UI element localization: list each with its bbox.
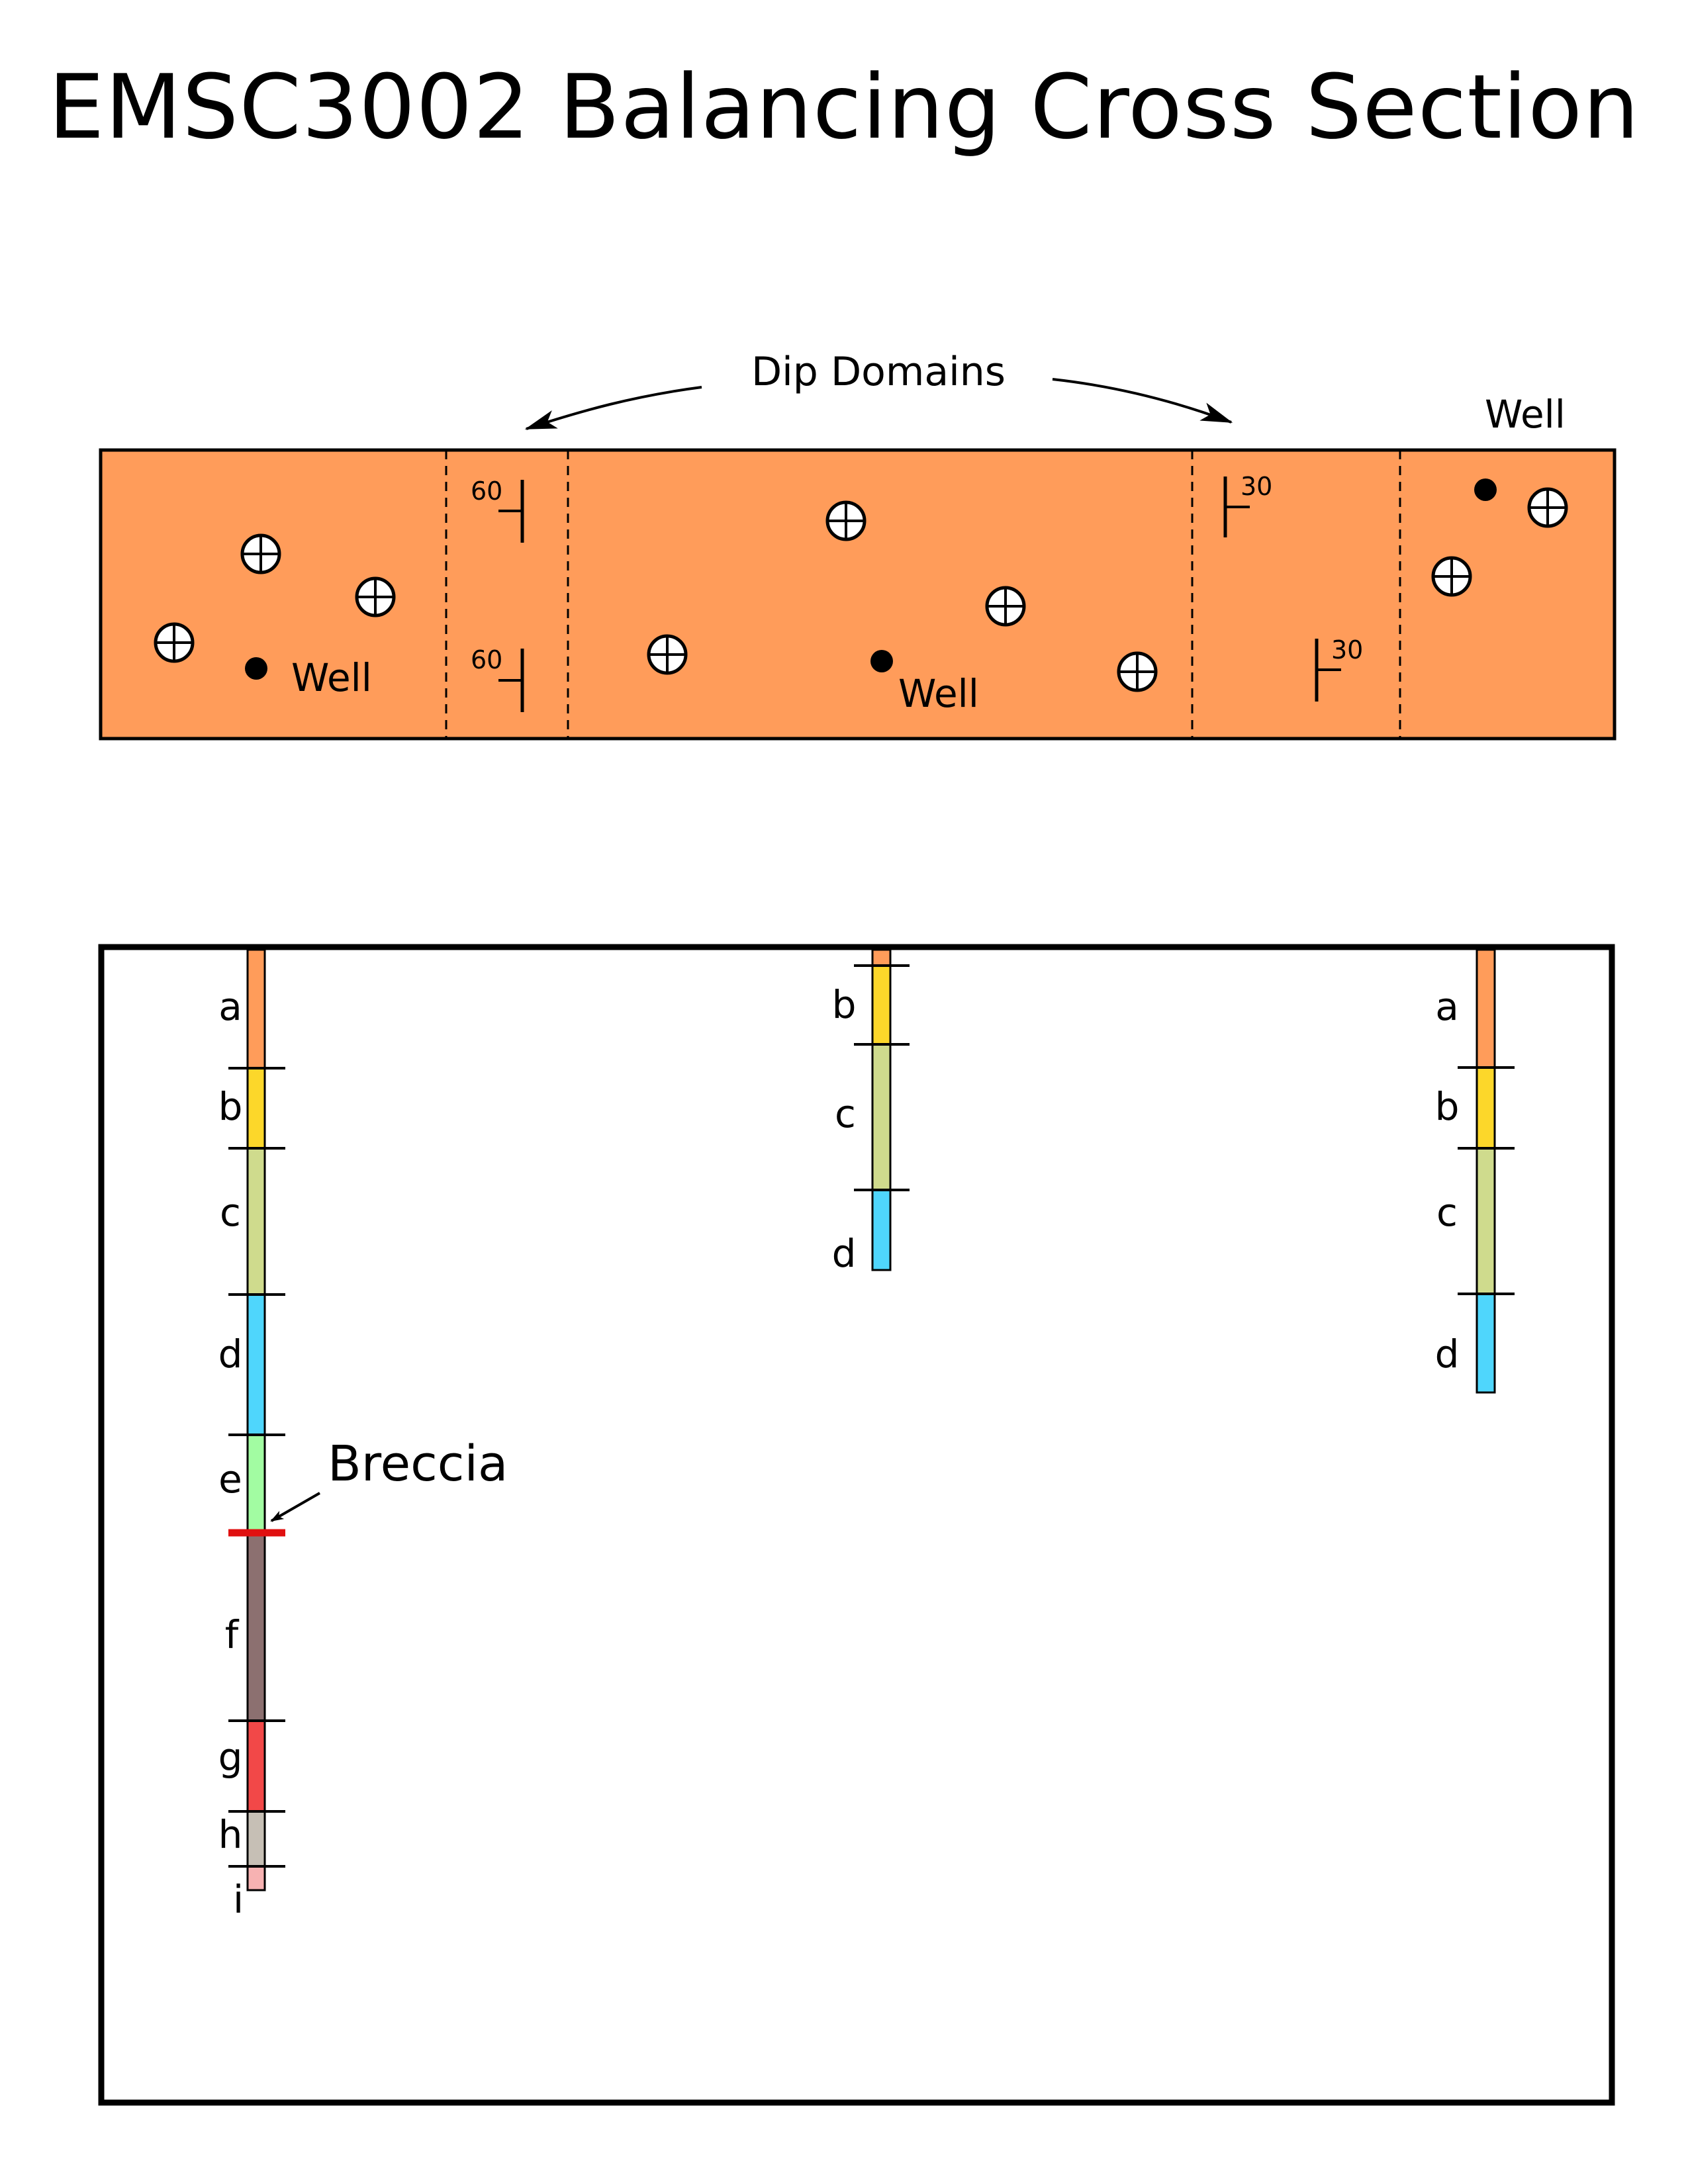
- cross-section-frame: [98, 944, 1615, 2106]
- breccia-label: Breccia: [328, 1435, 508, 1492]
- unit-b: [871, 964, 892, 1046]
- horizontal-bedding-icon: [985, 586, 1026, 627]
- unit-label: d: [218, 1332, 243, 1377]
- unit-h: [246, 1810, 266, 1868]
- unit-label: c: [220, 1190, 241, 1235]
- well-marker-icon: [870, 650, 893, 672]
- unit-label: b: [832, 982, 857, 1027]
- horizontal-bedding-icon: [240, 533, 281, 574]
- unit-label: e: [218, 1457, 242, 1502]
- unit-e: [246, 1433, 266, 1534]
- unit-c: [1476, 1147, 1496, 1295]
- well-log-left: a b c d e f g h i Breccia: [218, 948, 508, 1922]
- dip-symbol-60-upper: 60: [471, 477, 524, 543]
- unit-a: [871, 948, 892, 967]
- dip-domain-arrow-right: [1052, 378, 1233, 424]
- unit-g: [246, 1719, 266, 1813]
- dip-symbol-30-lower: 30: [1315, 635, 1363, 702]
- unit-b: [1476, 1066, 1496, 1150]
- horizontal-bedding-icon: [355, 576, 396, 617]
- unit-d: [871, 1189, 892, 1271]
- unit-d: [1476, 1293, 1496, 1394]
- dip-symbol-60-lower: 60: [471, 645, 524, 712]
- dip-value: 60: [471, 477, 502, 506]
- unit-a: [1476, 948, 1496, 1069]
- unit-label: a: [1435, 984, 1459, 1029]
- unit-label: b: [218, 1084, 243, 1129]
- well-log-right: a b c d: [1435, 948, 1515, 1394]
- breccia-arrow: [270, 1492, 320, 1522]
- well-label: Well: [898, 671, 979, 716]
- well-marker-icon: [1474, 478, 1497, 501]
- unit-label: c: [835, 1091, 856, 1136]
- unit-label: b: [1435, 1084, 1460, 1129]
- unit-label: f: [225, 1612, 240, 1657]
- horizontal-bedding-icon: [825, 500, 867, 541]
- unit-label: a: [218, 984, 242, 1029]
- dip-value: 30: [1331, 635, 1363, 664]
- well-marker-icon: [245, 657, 267, 680]
- unit-d: [246, 1293, 266, 1436]
- horizontal-bedding-icon: [1431, 556, 1472, 597]
- unit-c: [246, 1147, 266, 1296]
- unit-b: [246, 1067, 266, 1150]
- unit-label: i: [233, 1877, 244, 1922]
- unit-c: [871, 1043, 892, 1191]
- map-background: [99, 448, 1617, 741]
- dip-value: 60: [471, 645, 502, 674]
- unit-label: g: [218, 1735, 243, 1780]
- cross-section: a b c d e f g h i Breccia b c d: [98, 944, 1615, 2106]
- unit-label: d: [1435, 1332, 1460, 1377]
- page-title: EMSC3002 Balancing Cross Section: [48, 56, 1640, 159]
- horizontal-bedding-icon: [1117, 651, 1158, 692]
- unit-label: c: [1436, 1190, 1458, 1235]
- dip-symbol-30-upper: 30: [1223, 472, 1272, 537]
- dip-domains-label: Dip Domains: [751, 349, 1006, 395]
- dip-value: 30: [1241, 472, 1272, 501]
- horizontal-bedding-icon: [1527, 487, 1568, 528]
- unit-label: d: [832, 1231, 857, 1276]
- well-label: Well: [1485, 392, 1566, 437]
- unit-i: [246, 1865, 266, 1891]
- well-label: Well: [291, 655, 372, 700]
- unit-label: h: [218, 1812, 243, 1857]
- unit-f: [246, 1531, 266, 1722]
- dip-domain-arrow-left: [524, 386, 702, 430]
- horizontal-bedding-icon: [647, 634, 688, 675]
- horizontal-bedding-icon: [154, 622, 195, 663]
- map-view: Dip Domains 60 60 30 30: [99, 349, 1617, 741]
- well-log-center: b c d: [832, 948, 910, 1276]
- unit-a: [246, 948, 266, 1069]
